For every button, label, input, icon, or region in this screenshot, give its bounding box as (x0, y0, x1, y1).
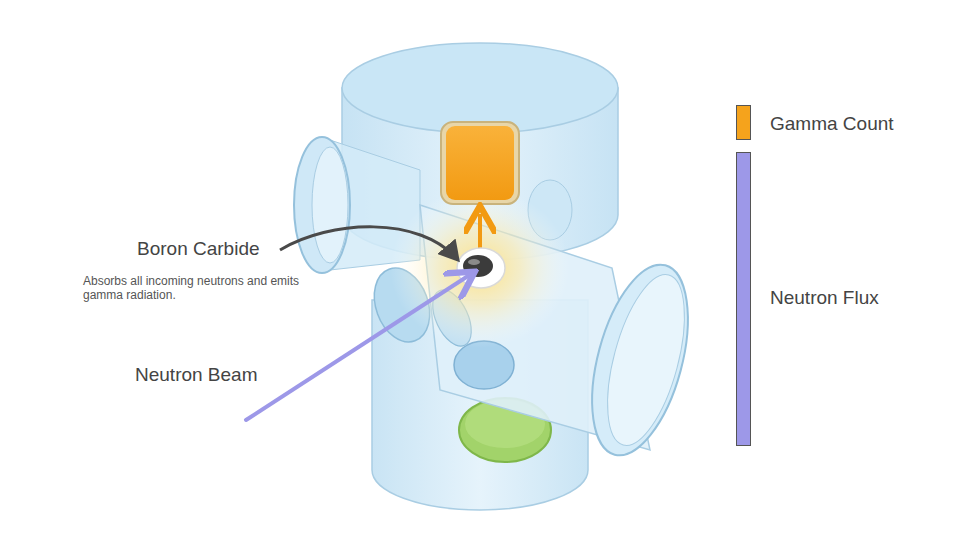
legend-label: Gamma Count (770, 113, 894, 136)
legend-swatch (736, 105, 751, 140)
part-label: Neutron Beam (135, 364, 258, 387)
note-text: Absorbs all incoming neutrons and emits … (83, 274, 301, 303)
gamma-detector (441, 122, 519, 204)
small-ports (365, 180, 572, 389)
legend-swatch (736, 152, 751, 446)
leader-line (280, 227, 458, 260)
boron-carbide-sample (457, 248, 505, 288)
legend-label: Neutron Flux (770, 287, 879, 310)
gamma-glow (390, 188, 570, 348)
part-label: Boron Carbide (137, 238, 260, 261)
neutron-beam-line (246, 276, 468, 420)
